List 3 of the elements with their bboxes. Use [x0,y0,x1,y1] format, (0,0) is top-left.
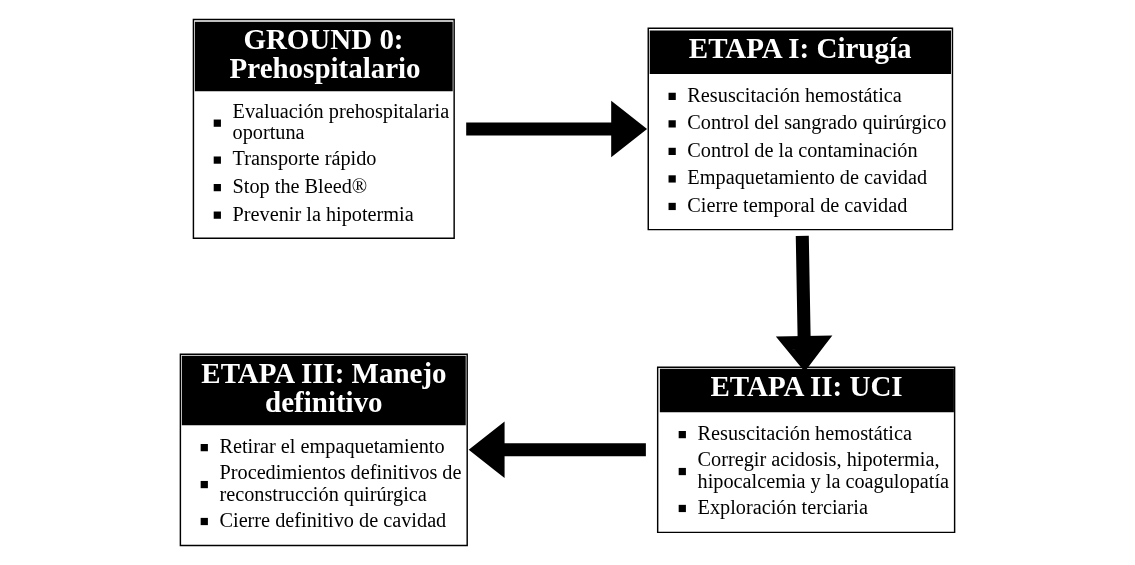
arrow [775,235,833,372]
arrow [466,100,648,158]
arrow [468,421,646,479]
